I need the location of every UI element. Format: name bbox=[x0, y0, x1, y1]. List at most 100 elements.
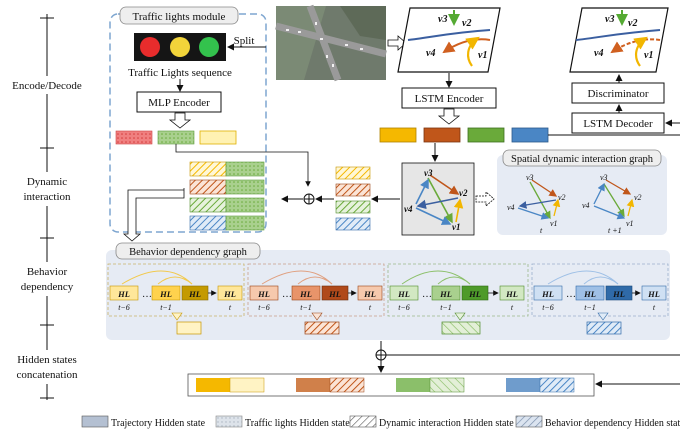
spatial-graph-title-tag bbox=[502, 149, 662, 167]
legend-traffic: Traffic lights Hidden state bbox=[245, 418, 350, 429]
pred-trajectory-v1 bbox=[633, 36, 648, 67]
dashed-hollow-arrow bbox=[475, 191, 495, 207]
tick-t6: t−6 bbox=[258, 303, 270, 312]
spatial-graph-t bbox=[517, 179, 561, 220]
spatial-graph-title: Spatial dynamic interaction graph bbox=[511, 154, 654, 165]
spatial-t-v3: v3 bbox=[526, 173, 534, 182]
final-traj-orange bbox=[296, 378, 330, 392]
legend-behavior: Behavior dependency Hidden state bbox=[545, 418, 680, 429]
graph-node-v1: v1 bbox=[452, 222, 461, 232]
pred-label-v2: v2 bbox=[628, 18, 637, 29]
mlp-encoder-box bbox=[136, 91, 222, 113]
final-traj-blue bbox=[506, 378, 540, 392]
trajectory-v4 bbox=[407, 29, 491, 41]
pred-label-v1: v1 bbox=[644, 50, 653, 61]
stage-label-bg bbox=[4, 350, 90, 384]
traffic-hidden-green bbox=[157, 130, 195, 145]
ellipsis: … bbox=[142, 289, 152, 300]
interaction-graph-box bbox=[401, 162, 475, 236]
spatial-t-v4: v4 bbox=[507, 203, 515, 212]
behavior-arcs bbox=[121, 270, 619, 285]
interaction-graph bbox=[415, 174, 464, 225]
legend-swatch-dynamic bbox=[349, 415, 377, 428]
behavior-hidden-yellow bbox=[176, 321, 202, 335]
stage-label-bg bbox=[2, 76, 94, 94]
hl-node-label: HL bbox=[223, 289, 236, 299]
hl-node bbox=[151, 285, 181, 301]
vehicle-label-v4: v4 bbox=[426, 48, 435, 59]
pred-label-v3: v3 bbox=[605, 14, 614, 25]
behavior-graph-title-tag bbox=[115, 242, 261, 260]
final-hidden-vector bbox=[187, 373, 595, 397]
stage-hidden-label-1: Hidden states bbox=[17, 354, 77, 366]
predicted-scene bbox=[569, 7, 669, 73]
final-behavior-orange bbox=[329, 377, 365, 393]
spatial-t1-v1: v1 bbox=[626, 219, 634, 228]
hl-node bbox=[575, 285, 605, 301]
stage-label-bg bbox=[10, 172, 84, 206]
stage-dynamic-label-2: interaction bbox=[23, 191, 71, 203]
lstm-encoder-label: LSTM Encoder bbox=[415, 93, 484, 105]
lstm-decoder-box bbox=[571, 112, 665, 134]
hl-node bbox=[389, 285, 419, 301]
hl-node bbox=[533, 285, 563, 301]
hollow-arrow bbox=[387, 35, 407, 51]
hollow-elbow-arrow bbox=[122, 188, 185, 242]
trajectory-hidden-blue bbox=[511, 127, 549, 143]
stage-behavior-label-2: dependency bbox=[21, 281, 74, 293]
stage-behavior-label-1: Behavior bbox=[27, 266, 68, 278]
aerial-block bbox=[340, 6, 386, 40]
hl-node bbox=[109, 285, 139, 301]
stage-dynamic-label-1: Dynamic bbox=[27, 176, 67, 188]
spatial-t-v2: v2 bbox=[558, 193, 566, 202]
graph-node-v4: v4 bbox=[404, 204, 413, 214]
hl-node-label: HL bbox=[117, 289, 130, 299]
ellipsis: … bbox=[566, 289, 576, 300]
hl-node-label: HL bbox=[647, 289, 660, 299]
hl-node-label: HL bbox=[159, 289, 172, 299]
stage-label-bg bbox=[10, 262, 84, 296]
tick-t: t bbox=[229, 303, 232, 312]
spatial-time-t1: t +1 bbox=[608, 226, 622, 235]
tick-t1: t−1 bbox=[440, 303, 452, 312]
dynamic-hidden-blue bbox=[335, 217, 371, 231]
vehicle-label-v2: v2 bbox=[462, 18, 471, 29]
hl-node-label: HL bbox=[363, 289, 376, 299]
behavior-hidden-green bbox=[441, 321, 481, 335]
hl-node-label: HL bbox=[541, 289, 554, 299]
spatial-t-v1: v1 bbox=[550, 219, 558, 228]
hl-node bbox=[641, 285, 667, 301]
hl-node bbox=[357, 285, 383, 301]
aerial-road bbox=[275, 22, 387, 58]
pred-trajectory-v4 bbox=[575, 29, 661, 41]
dynamic-hidden-green bbox=[335, 200, 371, 214]
legend-trajectory: Trajectory Hidden state bbox=[111, 418, 206, 429]
trajectory-hidden-orange bbox=[423, 127, 461, 143]
aerial-vehicles bbox=[286, 22, 363, 67]
hl-node bbox=[431, 285, 461, 301]
stage-encode-label: Encode/Decode bbox=[12, 80, 82, 92]
spatial-time-t: t bbox=[540, 226, 543, 235]
legend-swatch-traffic bbox=[215, 415, 243, 428]
vehicle-label-v1: v1 bbox=[478, 50, 487, 61]
red-light-icon bbox=[140, 37, 160, 57]
behavior-hidden-orange bbox=[304, 321, 340, 335]
tick-t6: t−6 bbox=[542, 303, 554, 312]
hl-node-label: HL bbox=[583, 289, 596, 299]
down-arrow-icon bbox=[311, 312, 323, 321]
stage-axis bbox=[40, 14, 54, 400]
tick-t1: t−1 bbox=[300, 303, 312, 312]
aerial-road bbox=[306, 4, 342, 82]
final-behavior-blue bbox=[539, 377, 575, 393]
dynamic-hidden-yellow bbox=[335, 166, 371, 180]
hl-node-label: HL bbox=[188, 289, 201, 299]
traffic-module-title: Traffic lights module bbox=[133, 11, 226, 23]
hl-node-label: HL bbox=[505, 289, 518, 299]
down-arrow-icon bbox=[454, 312, 466, 321]
hl-node-label: HL bbox=[397, 289, 410, 299]
down-arrow-icon bbox=[171, 312, 183, 321]
legend-dynamic: Dynamic interaction Hidden state bbox=[379, 418, 514, 429]
graph-node-v2: v2 bbox=[459, 188, 468, 198]
ellipsis: … bbox=[422, 289, 432, 300]
